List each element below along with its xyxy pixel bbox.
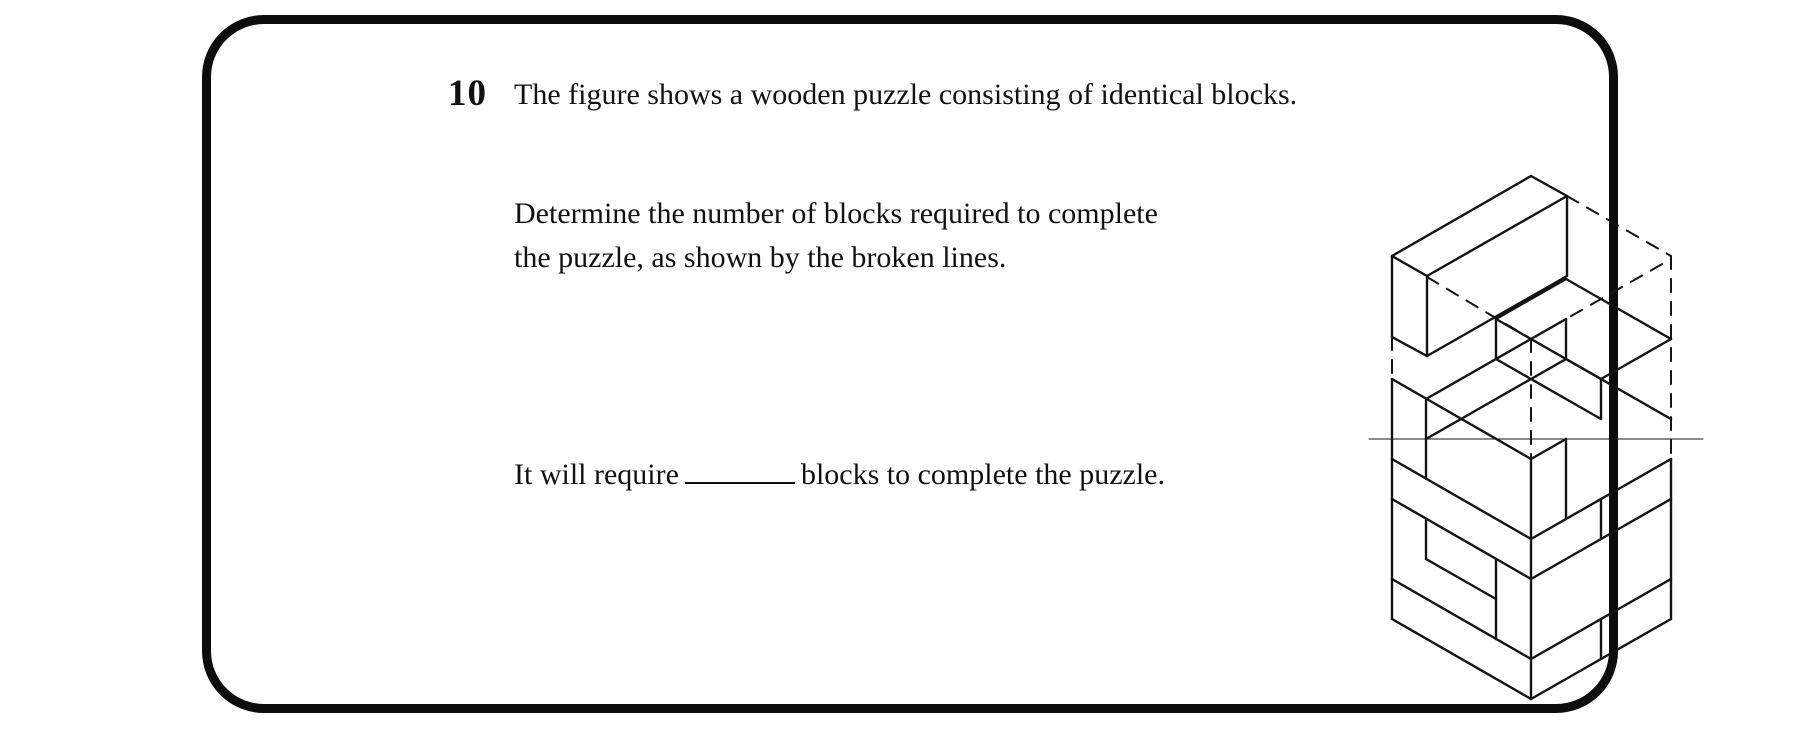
answer-text-post: blocks to complete the puzzle.: [800, 458, 1165, 491]
worksheet-page: { "question": { "number": "10", "intro":…: [202, 15, 1704, 713]
wooden-puzzle-figure: [1368, 174, 1704, 701]
prompt-line-1: Determine the number of blocks required …: [514, 197, 1158, 230]
question-number: 10: [448, 73, 487, 114]
answer-sentence: It will require blocks to complete the pu…: [514, 452, 1165, 492]
question-intro-text: The figure shows a wooden puzzle consist…: [514, 78, 1298, 111]
question-prompt-text: Determine the number of blocks required …: [514, 192, 1254, 280]
answer-blank: [684, 452, 795, 484]
question-card: 10 The figure shows a wooden puzzle cons…: [202, 15, 1704, 713]
answer-text-pre: It will require: [514, 458, 679, 491]
prompt-line-2: the puzzle, as shown by the broken lines…: [514, 241, 1007, 274]
